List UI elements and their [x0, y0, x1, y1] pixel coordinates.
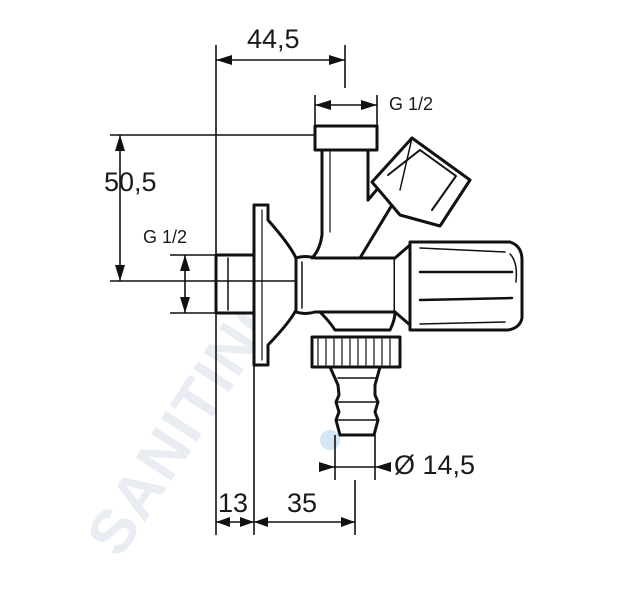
dim-flange-depth: 13	[218, 488, 248, 518]
inlet-thread-stub	[214, 253, 256, 315]
valve-body	[214, 124, 524, 437]
knurl-lines	[317, 338, 391, 366]
dim-hose-diameter: Ø 14,5	[394, 450, 475, 480]
upper-outlet-pipe	[310, 148, 370, 260]
knurled-nut	[310, 335, 402, 369]
dim-offset: 35	[287, 488, 317, 518]
dim-upper-thread: G 1/2	[389, 94, 433, 114]
lower-body	[318, 310, 397, 332]
dimension-arrows	[115, 55, 391, 527]
dim-top-width: 44,5	[247, 24, 300, 54]
right-handle	[408, 240, 524, 332]
upper-outlet-nut	[313, 124, 379, 152]
main-body	[294, 255, 397, 315]
diagonal-handle	[370, 136, 472, 228]
hose-tail	[328, 365, 382, 437]
dim-inlet-thread: G 1/2	[143, 227, 187, 247]
watermark-droplet	[320, 430, 340, 450]
right-stem	[393, 243, 412, 327]
dim-left-height: 50,5	[104, 167, 157, 197]
